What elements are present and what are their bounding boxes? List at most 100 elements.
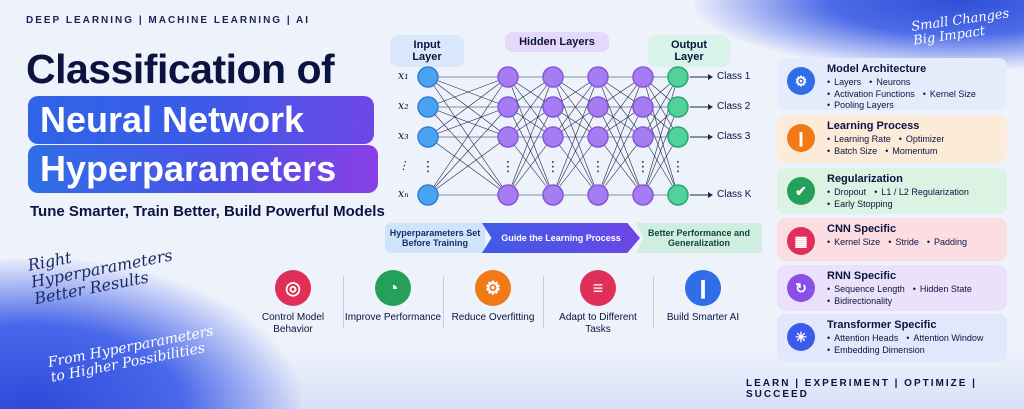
card-item: Dropout <box>827 187 866 199</box>
hyperparameter-card: ✳Transformer SpecificAttention HeadsAtte… <box>777 314 1007 362</box>
network-connection <box>642 76 679 196</box>
card-item: Learning Rate <box>827 134 891 146</box>
shield-icon: ✔ <box>787 177 815 205</box>
network-connection <box>507 76 554 196</box>
card-item: Batch Size <box>827 146 877 158</box>
card-items: LayersNeuronsActivation FunctionsKernel … <box>827 77 999 112</box>
network-node <box>667 96 689 118</box>
network-connection <box>552 106 599 196</box>
output-class-label: Class 3 <box>717 131 751 142</box>
network-node <box>417 126 439 148</box>
ellipsis-dots: ⋮ <box>501 159 515 175</box>
network-connection <box>597 76 644 196</box>
ellipsis-dots: ⋮ <box>421 159 435 175</box>
arrow-head-icon <box>708 192 713 198</box>
card-item: Embedding Dimension <box>827 345 925 357</box>
network-connection <box>552 76 599 138</box>
network-connection <box>552 76 599 196</box>
benefit-item: ◔Improve Performance <box>343 270 443 324</box>
card-item: Sequence Length <box>827 284 905 296</box>
card-item: Layers <box>827 77 861 89</box>
network-connection <box>427 76 509 196</box>
card-item: Bidirectionality <box>827 296 892 308</box>
benefit-item: ◎Control Model Behavior <box>243 270 343 336</box>
network-node <box>667 66 689 88</box>
hyperparameter-card: ✔ RegularizationDropout L1 / L2 Regulariza… <box>777 168 1007 214</box>
arrow-head-icon <box>708 74 713 80</box>
card-title: Learning Process <box>827 120 920 132</box>
hyperparameter-card: ⚙Model ArchitectureLayersNeuronsActivati… <box>777 58 1007 110</box>
card-item: Hidden State <box>913 284 972 296</box>
benefit-label: Reduce Overfitting <box>451 312 535 323</box>
bar-chart-icon: ❙ <box>787 124 815 152</box>
card-title: Model Architecture <box>827 63 927 75</box>
grid-icon: ▦ <box>787 227 815 255</box>
hyperparameter-card: ❙ Learning ProcessLearning Rate OptimizerB… <box>777 115 1007 163</box>
network-node <box>417 66 439 88</box>
network-node <box>587 184 609 206</box>
network-node <box>632 66 654 88</box>
title-line-1: Classification of <box>26 46 335 92</box>
input-layer-label: Input Layer <box>390 35 464 67</box>
divider <box>653 276 654 328</box>
network-node <box>542 184 564 206</box>
network-node <box>587 96 609 118</box>
card-item: Optimizer <box>899 134 945 146</box>
target-icon: ◎ <box>275 270 311 306</box>
network-connection <box>427 106 509 138</box>
ellipsis-dots: ⋮ <box>546 159 560 175</box>
ellipsis-dots: ⋮ <box>636 159 650 175</box>
input-variable-label: ⋮ <box>398 159 409 172</box>
network-node <box>587 126 609 148</box>
hyperparameter-card: ▦CNN SpecificKernel SizeStridePadding <box>777 218 1007 261</box>
network-connection <box>427 136 509 196</box>
network-connection <box>597 106 644 196</box>
hidden-layers-label: Hidden Layers <box>505 32 609 52</box>
network-connection <box>552 136 599 196</box>
benefit-label: Build Smarter AI <box>666 312 740 323</box>
network-node <box>497 126 519 148</box>
card-item: Early Stopping <box>827 199 893 211</box>
background-wave-bottom <box>0 259 300 409</box>
database-icon: ≡ <box>580 270 616 306</box>
card-items: Attention HeadsAttention WindowEmbedding… <box>827 333 999 356</box>
card-item: Stride <box>888 237 919 249</box>
top-tagline: DEEP LEARNING | MACHINE LEARNING | AI <box>26 15 311 26</box>
network-node <box>542 66 564 88</box>
input-variable-label: x₂ <box>398 99 409 112</box>
gear-icon: ⚙ <box>475 270 511 306</box>
divider <box>343 276 344 328</box>
card-item: Pooling Layers <box>827 100 894 112</box>
benefit-label: Adapt to Different Tasks <box>559 312 637 335</box>
network-connection <box>507 76 554 138</box>
network-connection <box>642 106 679 196</box>
hyperparameter-card: ↻RNN SpecificSequence LengthHidden State… <box>777 265 1007 311</box>
network-node <box>417 96 439 118</box>
output-class-label: Class 2 <box>717 101 751 112</box>
network-connection <box>507 106 554 196</box>
card-item: Attention Heads <box>827 333 898 345</box>
card-item: Neurons <box>869 77 910 89</box>
card-title: Regularization <box>827 173 903 185</box>
card-item: L1 / L2 Regularization <box>874 187 969 199</box>
network-node <box>497 66 519 88</box>
title-line-2: Neural Network <box>28 96 374 144</box>
output-class-label: Class K <box>717 189 752 200</box>
bar-chart-icon: ❙ <box>685 270 721 306</box>
network-icon: ✳ <box>787 323 815 351</box>
process-step-2: Guide the Learning Process <box>482 223 640 253</box>
benefit-item: ⚙ Reduce Overfitting <box>443 270 543 324</box>
benefit-item: ❙ Build Smarter AI <box>653 270 753 324</box>
network-connection <box>597 76 644 138</box>
network-node <box>542 96 564 118</box>
benefit-label: Improve Performance <box>344 312 442 323</box>
card-items: Learning RateOptimizerBatch SizeMomentum <box>827 134 999 157</box>
network-node <box>587 66 609 88</box>
output-class-label: Class 1 <box>717 71 751 82</box>
network-node <box>497 184 519 206</box>
arrow-head-icon <box>708 104 713 110</box>
card-title: RNN Specific <box>827 270 897 282</box>
subtitle: Tune Smarter, Train Better, Build Powerf… <box>30 203 385 220</box>
card-item: Activation Functions <box>827 89 915 101</box>
output-layer-label: Output Layer <box>648 35 730 67</box>
